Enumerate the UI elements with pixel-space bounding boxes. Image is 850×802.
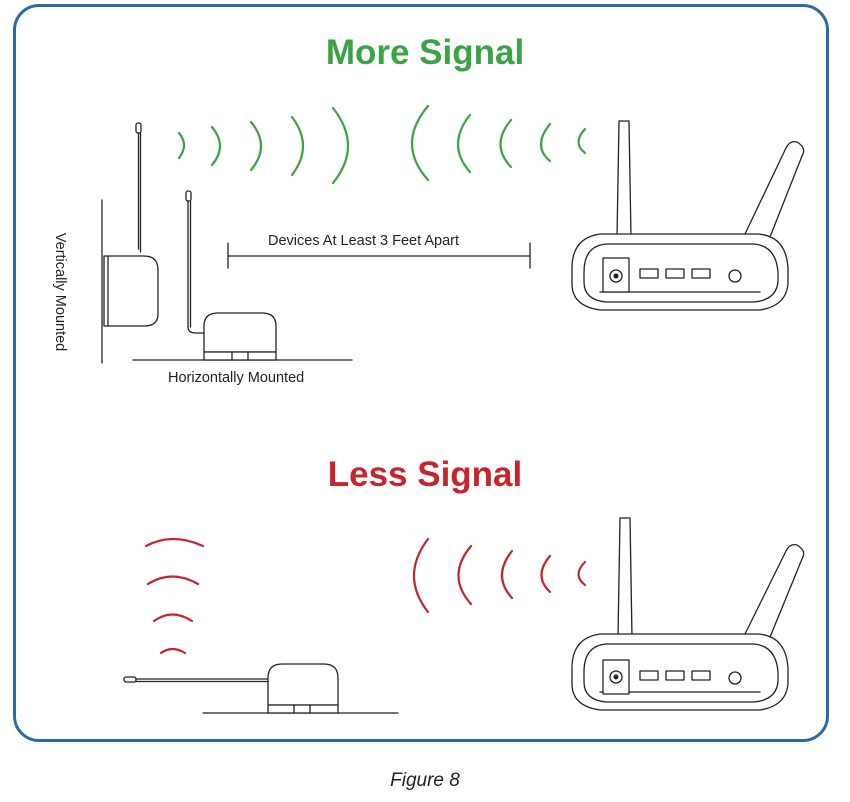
sensor-signal-waves-green <box>177 106 350 185</box>
figure-caption: Figure 8 <box>390 770 460 791</box>
horizontally-mounted-label: Horizontally Mounted <box>168 370 305 386</box>
gateway-router-icon-lower <box>571 517 805 711</box>
more-signal-title: More Signal <box>325 33 525 72</box>
gateway-signal-waves-red <box>412 537 587 614</box>
devices-apart-label: Devices At Least 3 Feet Apart <box>268 233 460 249</box>
flat-sensor-icon <box>123 663 339 714</box>
sensor-signal-waves-red <box>144 537 205 655</box>
distance-dimension-line <box>227 242 531 269</box>
vertical-sensor-icon <box>103 122 159 327</box>
less-signal-title: Less Signal <box>327 455 523 494</box>
horizontal-sensor-icon <box>185 190 277 361</box>
figure-frame <box>13 4 829 742</box>
gateway-router-icon <box>571 120 805 311</box>
gateway-signal-waves-green <box>410 104 587 182</box>
